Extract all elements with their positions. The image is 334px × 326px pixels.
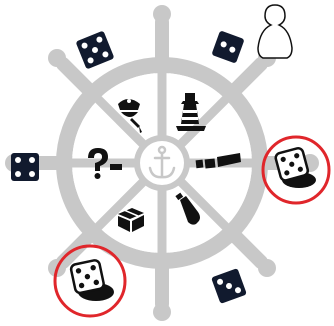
pawn-icon[interactable]	[258, 5, 292, 58]
die-five-highlighted-left[interactable]	[55, 246, 125, 316]
die-four-dark[interactable]	[11, 153, 39, 181]
die-two-dark[interactable]	[211, 30, 244, 63]
die-three-dark[interactable]	[211, 268, 247, 304]
die-five-dark[interactable]	[75, 30, 114, 69]
